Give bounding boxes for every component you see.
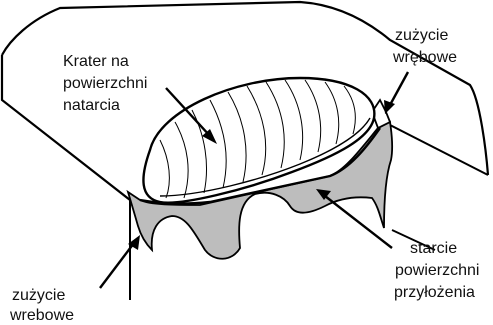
- label-notch-bottom-line2: wrebowe: [9, 307, 74, 324]
- label-notch-bottom-line1: zużycie: [12, 287, 65, 304]
- label-notch-top-line1: zużycie: [395, 27, 448, 44]
- label-crater-line1: Krater na: [63, 53, 129, 70]
- tool-right-edge: [390, 125, 488, 175]
- label-notch-top-line2: wrębowe: [392, 49, 457, 66]
- arrow-notch-bottom: [100, 235, 140, 288]
- label-flank-line3: przyłożenia: [394, 284, 475, 301]
- label-flank-line2: powierzchni: [395, 262, 479, 279]
- label-flank-line1: starcie: [410, 240, 457, 257]
- label-crater-line2: powierzchni: [63, 75, 147, 92]
- arrow-notch-top: [384, 72, 408, 114]
- label-crater-line3: natarcia: [63, 97, 120, 114]
